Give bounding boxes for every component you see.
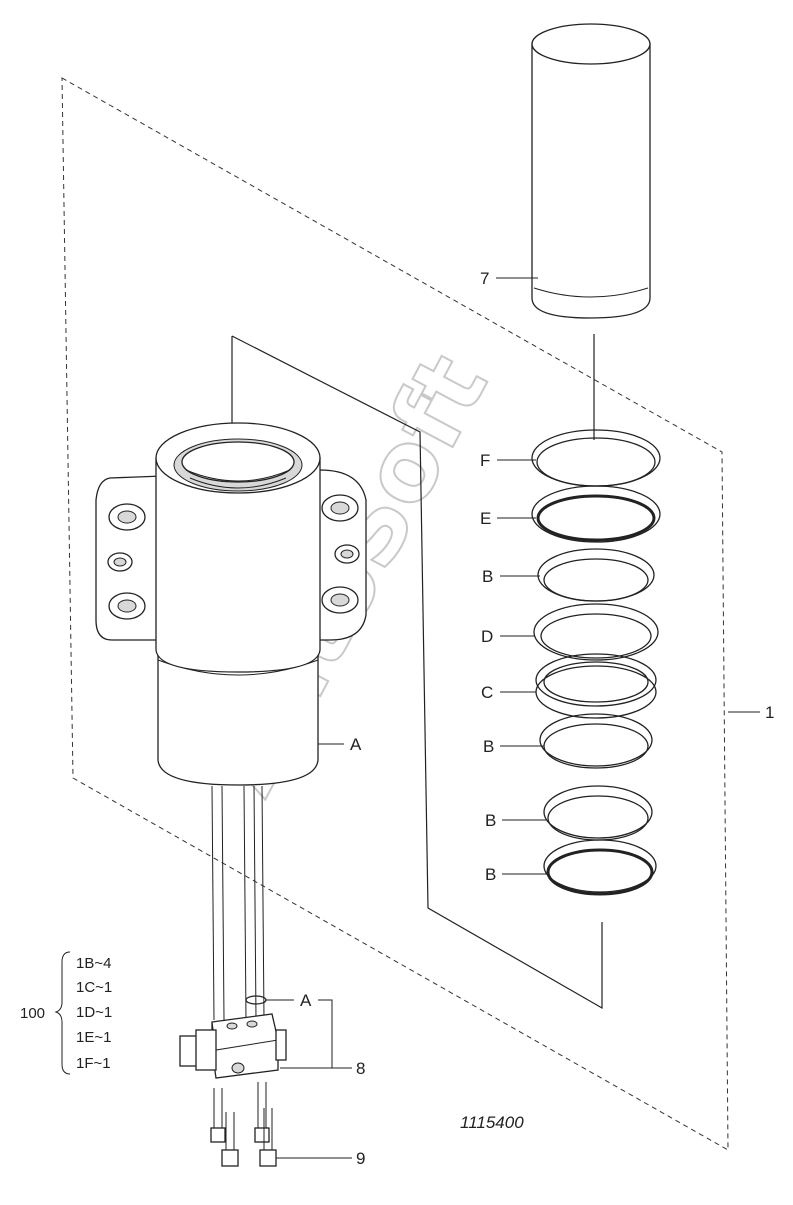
callout-b-3: B — [485, 811, 496, 830]
callout-7: 7 — [480, 269, 489, 288]
connector-block — [179, 1013, 287, 1079]
explode-outline — [231, 335, 603, 1010]
callout-a-housing: A — [350, 735, 362, 754]
callout-9: 9 — [356, 1149, 365, 1168]
connecting-tubes — [211, 785, 265, 1021]
callout-b-1: B — [482, 567, 493, 586]
leader-lines — [54, 277, 760, 1159]
callout-1: 1 — [765, 703, 774, 722]
filter-element — [531, 23, 651, 319]
callout-d: D — [481, 627, 493, 646]
callout-c: C — [481, 683, 493, 702]
ring-e — [531, 485, 661, 543]
ring-f — [531, 429, 661, 487]
kit-item-2: 1C~1 — [76, 979, 112, 996]
callout-f: F — [480, 451, 490, 470]
ring-d — [533, 603, 659, 661]
kit-number: 100 — [20, 1005, 45, 1022]
callout-b-2: B — [483, 737, 494, 756]
kit-item-1: 1B~4 — [76, 955, 111, 972]
callout-e: E — [480, 509, 491, 528]
kit-item-5: 1F~1 — [76, 1055, 111, 1072]
kit-boundary — [61, 77, 729, 1151]
callout-a-oring: A — [300, 991, 312, 1010]
ring-b1 — [537, 548, 655, 602]
housing — [95, 422, 367, 786]
drawing-number: 1115400 — [460, 1113, 524, 1132]
mounting-holes — [107, 494, 360, 620]
ring-b4 — [543, 839, 657, 896]
ring-b3 — [543, 785, 653, 841]
kit-item-4: 1E~1 — [76, 1029, 111, 1046]
bolts — [210, 1082, 277, 1167]
ring-b2 — [539, 713, 653, 769]
callout-b-4: B — [485, 865, 496, 884]
ring-c — [535, 653, 657, 719]
kit-item-3: 1D~1 — [76, 1004, 112, 1021]
callout-8: 8 — [356, 1059, 365, 1078]
